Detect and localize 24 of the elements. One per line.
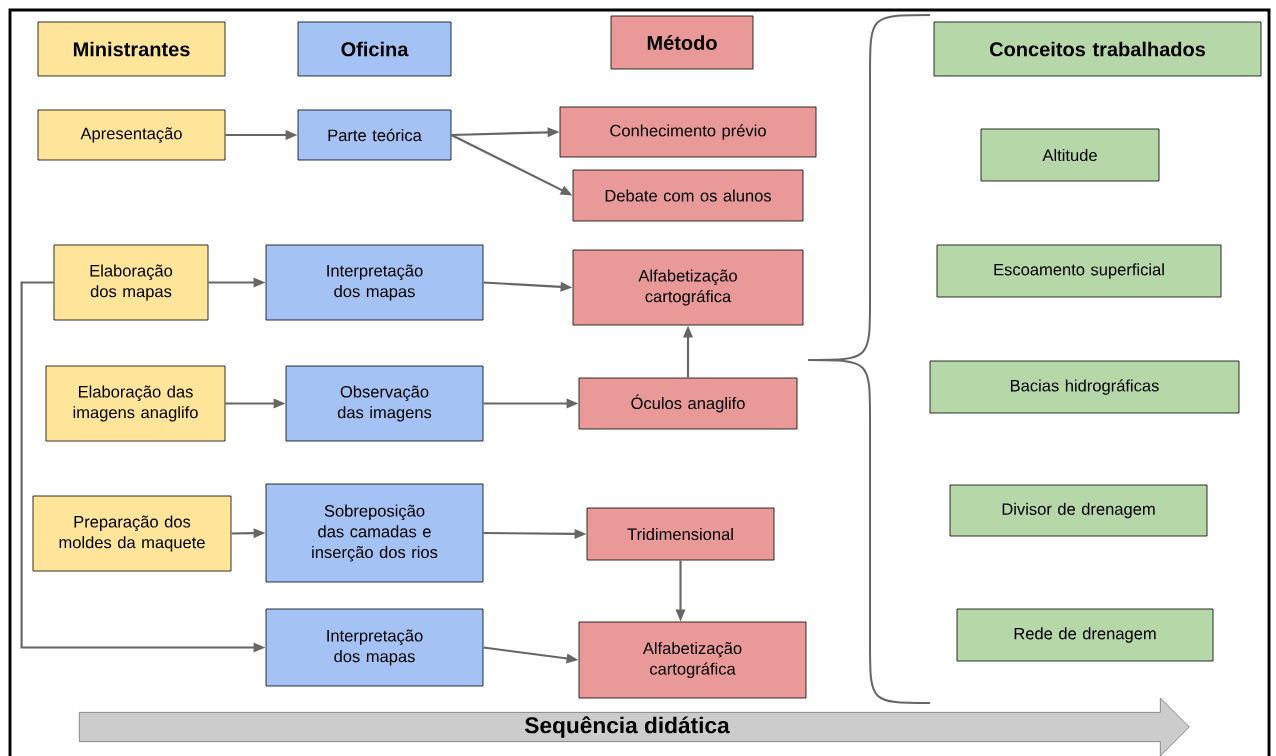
process-box: Bacias hidrográficas — [929, 360, 1240, 414]
column-heading: Método — [610, 15, 754, 70]
process-box: Sobreposição das camadas e inserção dos rios — [265, 483, 484, 583]
column-heading: Conceitos trabalhados — [933, 21, 1262, 77]
process-box: Interpretação dos mapas — [265, 244, 484, 321]
process-box: Divisor de drenagem — [949, 484, 1208, 537]
process-box: Elaboração das imagens anaglifo — [45, 365, 226, 442]
column-heading: Oficina — [297, 21, 452, 77]
process-box: Debate com os alunos — [572, 169, 804, 222]
process-box: Óculos anaglifo — [578, 377, 798, 430]
process-box: Interpretação dos mapas — [265, 608, 484, 687]
process-box: Altitude — [980, 128, 1160, 182]
process-box: Rede de drenagem — [956, 608, 1214, 662]
process-box: Alfabetização cartográfica — [578, 621, 807, 699]
process-box: Elaboração dos mapas — [53, 244, 209, 321]
process-box: Conhecimento prévio — [559, 106, 817, 158]
process-box: Preparação dos moldes da maquete — [32, 495, 232, 572]
column-heading: Ministrantes — [37, 21, 226, 77]
process-box: Parte teórica — [297, 109, 452, 161]
process-box: Alfabetização cartográfica — [572, 249, 804, 326]
process-box: Escoamento superficial — [936, 244, 1222, 298]
process-box: Observação das imagens — [285, 365, 484, 442]
process-box: Apresentação — [37, 109, 226, 161]
process-box: Tridimensional — [586, 507, 775, 561]
